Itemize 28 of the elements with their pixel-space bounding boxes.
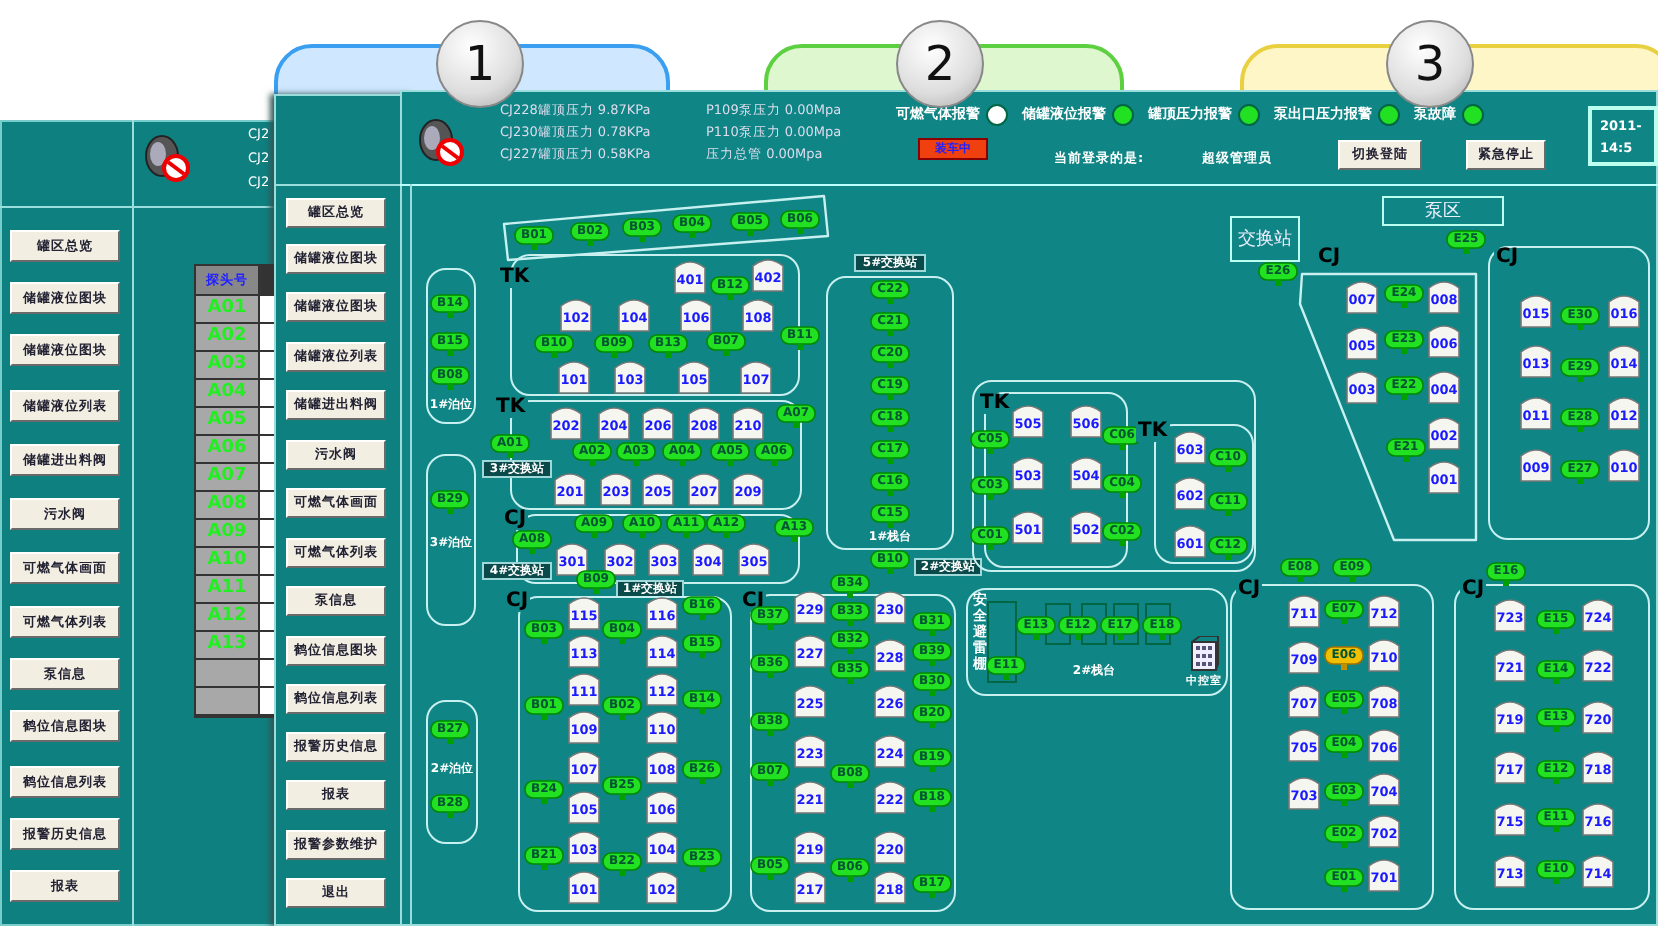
area-label: TK <box>978 394 1012 414</box>
area-label: TK <box>1136 422 1170 442</box>
table-cell: A10 <box>196 548 258 574</box>
table-cell: A08 <box>196 492 258 518</box>
table-cell: A01 <box>196 296 258 322</box>
zone-label-box: 泵区 <box>1382 196 1504 226</box>
area-label: TK <box>498 268 532 288</box>
clock-panel <box>1588 106 1658 166</box>
table-cell: A09 <box>196 520 258 546</box>
area-label: TK <box>494 398 528 418</box>
table-cell: A03 <box>196 352 258 378</box>
zone-label-box: 交换站 <box>1230 216 1300 262</box>
area-label: CJ <box>1460 580 1487 600</box>
area-label: CJ <box>1494 248 1521 268</box>
table-cell: A04 <box>196 380 258 406</box>
table-cell: A05 <box>196 408 258 434</box>
area-label: CJ <box>1316 248 1343 268</box>
area-label: CJ <box>504 592 531 612</box>
area-label: CJ <box>1236 580 1263 600</box>
table-cell: A12 <box>196 604 258 630</box>
table-cell: A06 <box>196 436 258 462</box>
table-cell: A11 <box>196 576 258 602</box>
table-cell: A07 <box>196 464 258 490</box>
area-label: CJ <box>502 510 529 530</box>
table-cell: A13 <box>196 632 258 658</box>
numbered-circle: 2 <box>896 20 984 108</box>
table-cell: A02 <box>196 324 258 350</box>
numbered-circle: 3 <box>1386 20 1474 108</box>
